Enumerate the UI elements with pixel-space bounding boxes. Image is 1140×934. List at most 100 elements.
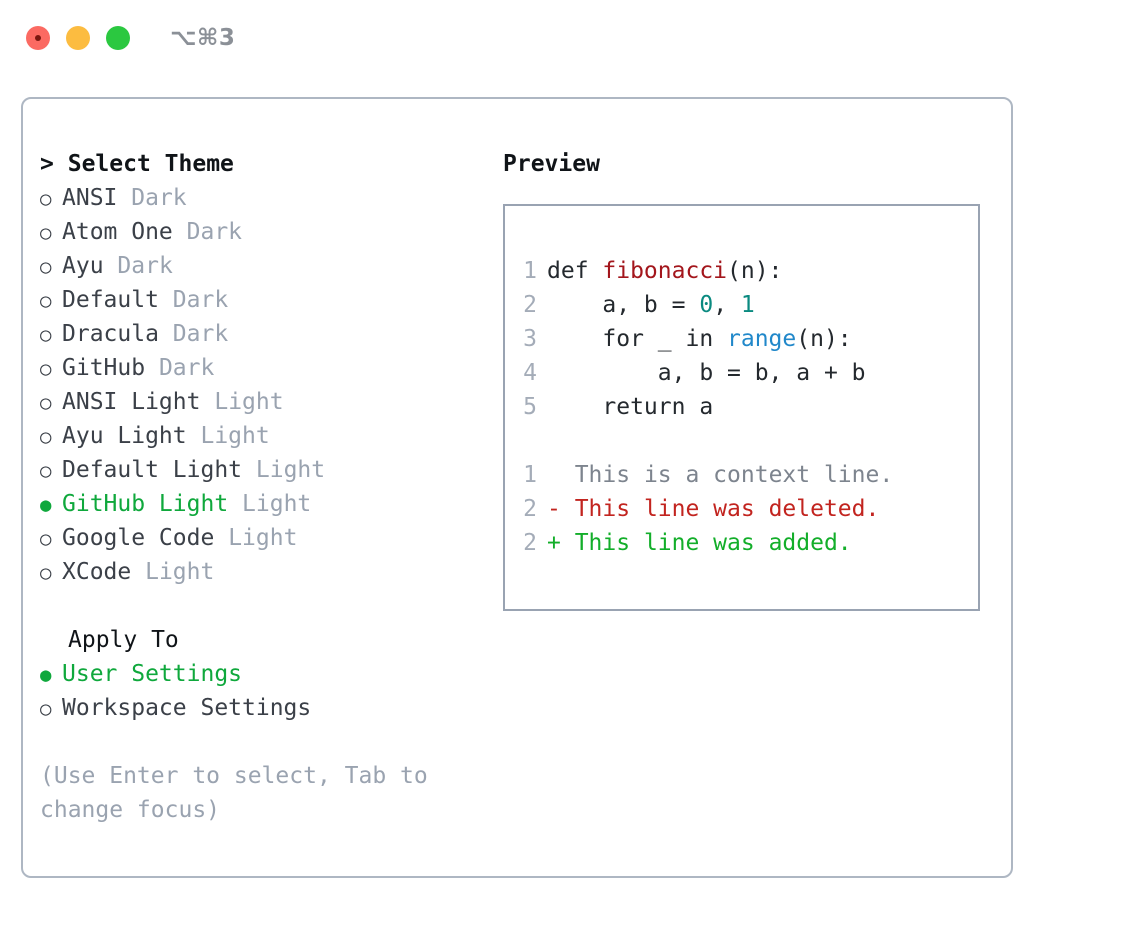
apply-to-option[interactable]: Workspace Settings xyxy=(40,691,490,725)
radio-selected-icon[interactable] xyxy=(40,657,62,692)
theme-name: Ayu xyxy=(62,253,104,279)
code-line: 3 for _ in range(n): xyxy=(515,322,978,356)
theme-category-tag: Dark xyxy=(158,355,215,381)
code-line: 2 a, b = 0, 1 xyxy=(515,288,978,322)
theme-list-item[interactable]: Ayu Light Light xyxy=(40,419,490,453)
diff-text: This line was added. xyxy=(574,530,852,556)
code-token: , xyxy=(713,292,741,318)
diff-text: This line was deleted. xyxy=(574,496,880,522)
close-window-icon[interactable] xyxy=(26,26,50,50)
radio-unselected-icon[interactable] xyxy=(40,249,62,284)
theme-category-tag: Dark xyxy=(186,219,243,245)
line-number: 1 xyxy=(523,462,537,488)
keyboard-hint-text: (Use Enter to select, Tab to change focu… xyxy=(40,763,442,823)
theme-list-item[interactable]: ANSI Light Light xyxy=(40,385,490,419)
theme-list-item[interactable]: Dracula Dark xyxy=(40,317,490,351)
code-token: 0 xyxy=(699,292,714,318)
theme-category-tag: Dark xyxy=(172,321,229,347)
radio-unselected-icon[interactable] xyxy=(40,215,62,250)
theme-category-tag: Light xyxy=(200,423,270,449)
radio-unselected-icon[interactable] xyxy=(40,691,62,726)
code-token: def xyxy=(547,258,603,284)
hint-gap xyxy=(40,725,490,759)
code-token: return a xyxy=(547,394,714,420)
theme-category-tag: Light xyxy=(242,491,312,517)
code-token: (n): xyxy=(796,326,852,352)
diff-marker xyxy=(547,462,575,488)
code-token: for _ in xyxy=(547,326,728,352)
theme-name: Dracula xyxy=(62,321,159,347)
theme-list: ANSI DarkAtom One DarkAyu DarkDefault Da… xyxy=(40,181,490,589)
apply-to-list: User SettingsWorkspace Settings xyxy=(40,657,490,725)
code-token: range xyxy=(727,326,797,352)
select-theme-title: Select Theme xyxy=(67,151,234,177)
apply-to-option[interactable]: User Settings xyxy=(40,657,490,691)
theme-list-item[interactable]: Google Code Light xyxy=(40,521,490,555)
code-token: a, b = xyxy=(547,292,700,318)
theme-category-tag: Light xyxy=(145,559,215,585)
radio-unselected-icon[interactable] xyxy=(40,351,62,386)
line-number: 2 xyxy=(523,530,537,556)
line-number: 5 xyxy=(523,394,537,420)
theme-list-item[interactable]: XCode Light xyxy=(40,555,490,589)
keyboard-shortcut-label: ⌥⌘3 xyxy=(170,25,236,51)
code-line: 5 return a xyxy=(515,390,978,424)
radio-selected-icon[interactable] xyxy=(40,487,62,522)
preview-title: Preview xyxy=(503,151,600,177)
radio-unselected-icon[interactable] xyxy=(40,385,62,420)
radio-unselected-icon[interactable] xyxy=(40,453,62,488)
apply-to-label: User Settings xyxy=(62,661,243,687)
select-theme-header: > Select Theme xyxy=(40,147,490,181)
code-token: a, b = b, a + b xyxy=(547,360,866,386)
line-number: 4 xyxy=(523,360,537,386)
maximize-window-icon[interactable] xyxy=(106,26,130,50)
theme-category-tag: Light xyxy=(214,389,284,415)
theme-name: GitHub Light xyxy=(62,491,229,517)
code-token: (n): xyxy=(727,258,783,284)
radio-unselected-icon[interactable] xyxy=(40,317,62,352)
theme-name: ANSI xyxy=(62,185,118,211)
window-controls xyxy=(26,26,130,50)
theme-list-item[interactable]: Ayu Dark xyxy=(40,249,490,283)
radio-unselected-icon[interactable] xyxy=(40,555,62,590)
title-bar: ⌥⌘3 xyxy=(0,0,1140,78)
theme-list-item[interactable]: Atom One Dark xyxy=(40,215,490,249)
diff-text: This is a context line. xyxy=(574,462,894,488)
theme-list-item[interactable]: GitHub Light Light xyxy=(40,487,490,521)
line-number: 2 xyxy=(523,496,537,522)
apply-to-header: Apply To xyxy=(68,627,179,653)
theme-category-tag: Dark xyxy=(131,185,187,211)
theme-name: Google Code xyxy=(62,525,215,551)
theme-name: Default Light xyxy=(62,457,243,483)
theme-name: XCode xyxy=(62,559,132,585)
theme-name: Ayu Light xyxy=(62,423,187,449)
theme-list-item[interactable]: Default Light Light xyxy=(40,453,490,487)
theme-category-tag: Light xyxy=(255,457,326,483)
theme-category-tag: Dark xyxy=(172,287,229,313)
radio-unselected-icon[interactable] xyxy=(40,419,62,454)
theme-category-tag: Light xyxy=(228,525,298,551)
diff-line: 2- This line was deleted. xyxy=(515,492,978,526)
main-panel: > Select Theme ANSI DarkAtom One DarkAyu… xyxy=(21,97,1013,878)
radio-unselected-icon[interactable] xyxy=(40,283,62,318)
diff-marker: - xyxy=(547,496,575,522)
prompt-caret-icon: > xyxy=(40,151,54,177)
theme-list-item[interactable]: GitHub Dark xyxy=(40,351,490,385)
code-diff-gap xyxy=(515,424,978,458)
theme-list-item[interactable]: Default Dark xyxy=(40,283,490,317)
theme-selector-column: > Select Theme ANSI DarkAtom One DarkAyu… xyxy=(40,147,490,827)
radio-unselected-icon[interactable] xyxy=(40,521,62,556)
diff-line: 1 This is a context line. xyxy=(515,458,978,492)
minimize-window-icon[interactable] xyxy=(66,26,90,50)
theme-list-item[interactable]: ANSI Dark xyxy=(40,181,490,215)
theme-name: Atom One xyxy=(62,219,173,245)
radio-unselected-icon[interactable] xyxy=(40,181,62,216)
diff-line: 2+ This line was added. xyxy=(515,526,978,560)
line-number: 3 xyxy=(523,326,537,352)
diff-sample: 1 This is a context line.2- This line wa… xyxy=(515,458,978,560)
theme-name: Default xyxy=(62,287,159,313)
